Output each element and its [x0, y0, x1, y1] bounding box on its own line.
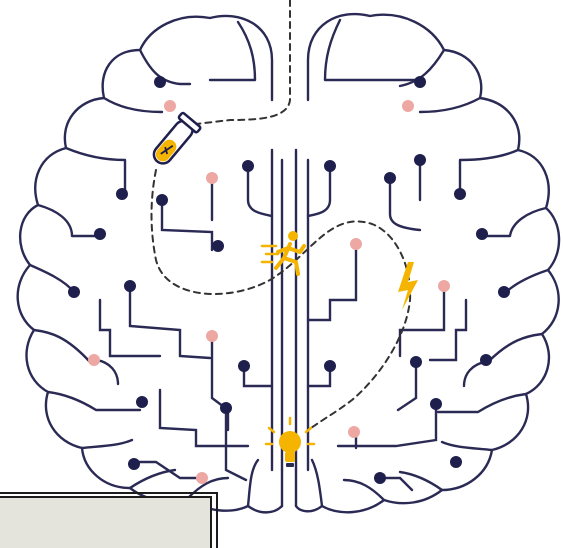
right-hemisphere-outline: [296, 14, 559, 512]
note-box: [0, 496, 212, 548]
lightning-bolt-icon: [398, 262, 418, 310]
test-tube-icon: [148, 112, 201, 169]
left-hemisphere-outline: [18, 16, 282, 512]
pink-nodes: [88, 100, 450, 484]
